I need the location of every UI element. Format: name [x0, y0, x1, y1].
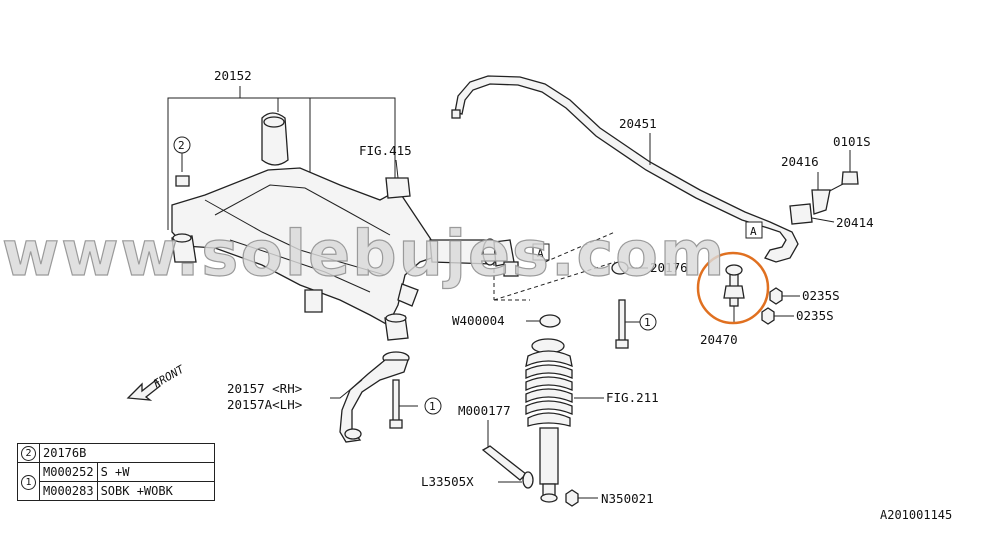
- svg-text:1: 1: [429, 400, 436, 413]
- svg-text:A: A: [537, 247, 544, 260]
- svg-text:20157A<LH>: 20157A<LH>: [227, 397, 302, 412]
- highlight-circle: [696, 251, 770, 325]
- svg-text:20470: 20470: [700, 332, 738, 347]
- legend-row-1b: M000283 SOBK +WOBK: [18, 481, 215, 501]
- ref-box-a2: A: [745, 221, 763, 239]
- svg-text:20414: 20414: [836, 215, 874, 230]
- rh-lh-callout: 20157 <RH> 20157A<LH>: [227, 379, 363, 412]
- ref-box-a1: A: [532, 243, 550, 261]
- bushing-20176: 20176: [611, 260, 688, 275]
- bolt-ref-1b: 1: [389, 379, 442, 429]
- svg-text:2: 2: [178, 139, 185, 152]
- crossmember-callout: 20152: [167, 68, 396, 230]
- legend-part-20176b: 20176B: [39, 443, 215, 463]
- bushing-20414: 20414: [789, 203, 874, 230]
- legend-desc-2: SOBK +WOBK: [96, 481, 215, 501]
- bolt-l33505x: L33505X: [421, 445, 534, 489]
- stabilizer-link-20470: 20470: [700, 264, 745, 347]
- bolt-ref-1a: 1: [615, 299, 657, 349]
- stabilizer-bar-callout: 20451: [619, 116, 657, 165]
- svg-text:M000177: M000177: [458, 403, 511, 418]
- svg-text:0235S: 0235S: [796, 308, 834, 323]
- rear-crossmember: [171, 112, 441, 341]
- svg-text:L33505X: L33505X: [421, 474, 474, 489]
- fig211-callout: FIG.211: [574, 390, 659, 405]
- svg-text:A: A: [750, 225, 757, 238]
- legend-desc-1: S +W: [96, 462, 215, 482]
- legend-circle-1: 1: [21, 474, 36, 490]
- stabilizer-bar: [451, 75, 799, 263]
- svg-text:0101S: 0101S: [833, 134, 871, 149]
- nut-0235s-b: 0235S: [761, 307, 834, 325]
- watermark: www.solebujes.com: [2, 217, 726, 290]
- legend-part-m000283: M000283: [39, 481, 98, 501]
- svg-text:1: 1: [644, 316, 651, 329]
- legend-row-2: 2 20176B: [17, 443, 215, 463]
- svg-text:20176: 20176: [650, 260, 688, 275]
- m000177-callout: M000177: [458, 403, 511, 448]
- legend-circle-2: 2: [21, 446, 36, 461]
- washer-w400004: W400004: [452, 313, 561, 328]
- trailing-link: [339, 351, 410, 443]
- nut-0235s-a: 0235S: [769, 287, 840, 305]
- fig415-callout: FIG.415: [359, 143, 412, 179]
- legend-part-m000252: M000252: [39, 462, 98, 482]
- legend-table: 2 20176B 1 M000252 S +W M000283 SOBK +WO…: [17, 443, 215, 501]
- bolt-0101s: 0101S: [819, 134, 871, 197]
- fig415-label: FIG.415: [359, 143, 412, 158]
- lateral-arm: [429, 231, 616, 301]
- stabilizer-bar-label: 20451: [619, 116, 657, 131]
- svg-text:W400004: W400004: [452, 313, 505, 328]
- svg-text:20416: 20416: [781, 154, 819, 169]
- front-arrow: FRONT: [126, 362, 187, 401]
- nut-n350021: N350021: [565, 489, 654, 507]
- svg-text:FRONT: FRONT: [151, 362, 187, 391]
- diagram-code: A201001145: [880, 508, 953, 522]
- circle-ref-2: 2: [173, 136, 191, 187]
- svg-text:20157 <RH>: 20157 <RH>: [227, 381, 302, 396]
- legend-row-1a: 1 M000252 S +W: [17, 462, 215, 501]
- svg-text:FIG.211: FIG.211: [606, 390, 659, 405]
- svg-text:N350021: N350021: [601, 491, 654, 506]
- svg-text:0235S: 0235S: [802, 288, 840, 303]
- crossmember-label: 20152: [214, 68, 252, 83]
- bracket-20416: 20416: [781, 154, 831, 215]
- shock-absorber: [525, 338, 573, 503]
